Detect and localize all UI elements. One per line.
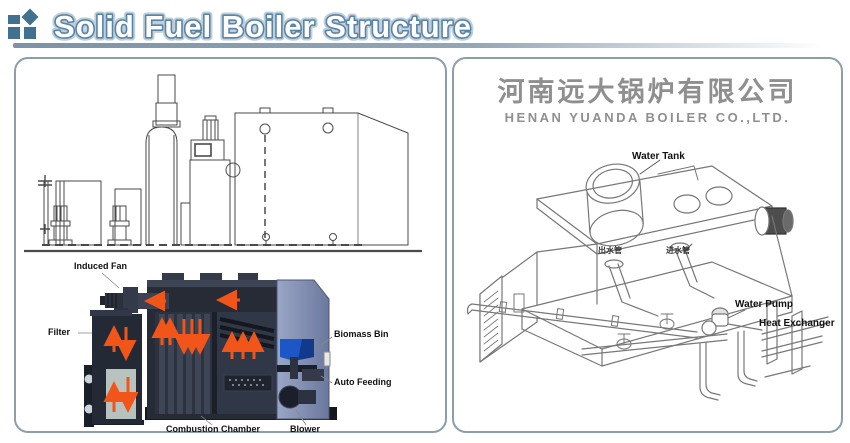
label-heat-exchanger: Heat Exchanger bbox=[759, 318, 835, 329]
boiler-isometric-drawing bbox=[466, 159, 829, 401]
page-title-halo: Solid Fuel Boiler Structure bbox=[54, 9, 472, 44]
label-auto-feeding: Auto Feeding bbox=[334, 377, 392, 387]
right-panel: 河南远大锅炉有限公司 HENAN YUANDA BOILER CO.,LTD. bbox=[452, 57, 843, 433]
label-inlet-pipe: 进水管 bbox=[666, 246, 690, 255]
boiler-cutaway-diagram: Induced Fan Filter Biomass Bin Auto Feed… bbox=[48, 257, 392, 437]
label-water-pump: Water Pump bbox=[735, 299, 793, 310]
boiler-elevation-drawing bbox=[24, 74, 422, 253]
label-induced-fan: Induced Fan bbox=[74, 261, 128, 271]
label-water-tank: Water Tank bbox=[632, 151, 685, 162]
company-name-block: 河南远大锅炉有限公司 HENAN YUANDA BOILER CO.,LTD. bbox=[454, 77, 841, 125]
label-combustion-chamber: Combustion Chamber bbox=[166, 424, 261, 434]
label-biomass-bin: Biomass Bin bbox=[334, 329, 389, 339]
cutaway-art bbox=[78, 272, 337, 427]
label-filter: Filter bbox=[48, 327, 71, 337]
page-header: Solid Fuel Boiler Structure Solid Fuel B… bbox=[0, 0, 850, 56]
company-name-english: HENAN YUANDA BOILER CO.,LTD. bbox=[504, 110, 791, 125]
label-blower: Blower bbox=[290, 424, 321, 434]
company-name-chinese: 河南远大锅炉有限公司 bbox=[497, 77, 798, 107]
label-outlet-pipe: 出水管 bbox=[598, 246, 622, 255]
header-divider bbox=[13, 43, 850, 48]
page-title-text: Solid Fuel Boiler Structure bbox=[54, 9, 472, 44]
left-panel: Induced Fan Filter Biomass Bin Auto Feed… bbox=[14, 57, 447, 434]
page-title: Solid Fuel Boiler Structure Solid Fuel B… bbox=[52, 6, 475, 48]
brand-squares-icon bbox=[8, 8, 39, 40]
